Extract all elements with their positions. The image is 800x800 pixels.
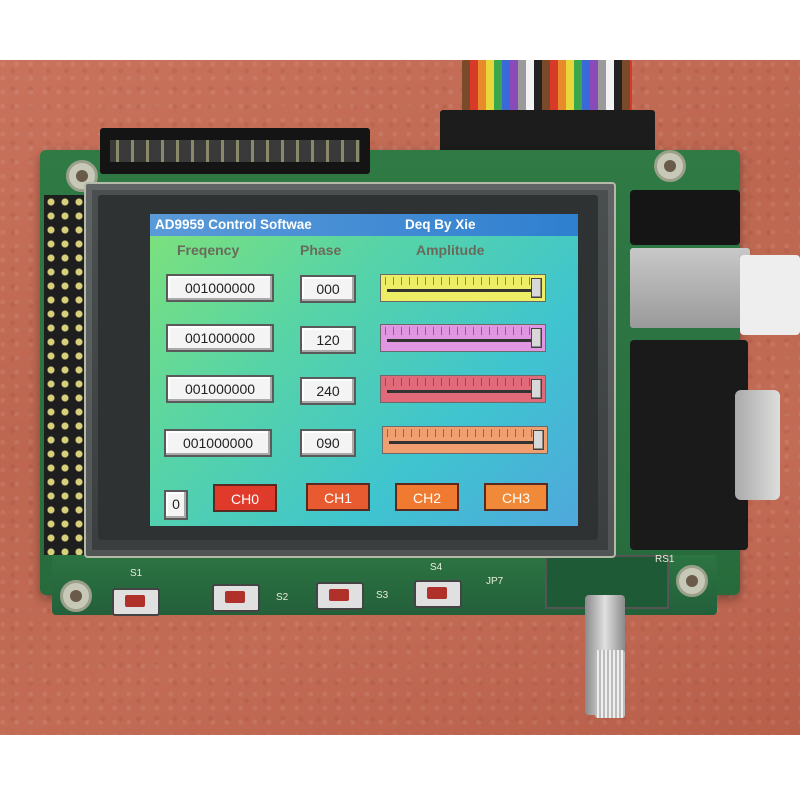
label-rs1: RS1 [655,554,675,565]
label-s2: S2 [276,592,289,603]
channel-select-display[interactable]: 0 [164,490,188,520]
channel-button-ch1[interactable]: CH1 [306,483,370,511]
lcd-screen: AD9959 Control Softwae Deq By Xie Freqen… [150,214,578,526]
label-s4: S4 [430,562,443,573]
slider-track [387,390,531,393]
slider-track [389,441,533,444]
pin-header-left [44,195,84,555]
phase-field[interactable]: 120 [300,326,356,354]
board-button-s3[interactable] [316,582,364,610]
label-jp7: JP7 [486,576,504,587]
serial-connector [630,340,748,550]
board-button-s4[interactable] [414,580,462,608]
potentiometer-knob[interactable] [595,650,625,718]
mount-hole [60,580,92,612]
frequency-field[interactable]: 001000000 [166,274,274,302]
app-author: Deq By Xie [405,217,476,232]
label-s1: S1 [130,568,143,579]
app-title: AD9959 Control Softwae [155,217,312,232]
slider-ticks [385,277,531,285]
slider-ticks [385,378,531,386]
phase-field[interactable]: 000 [300,275,356,303]
label-s3: S3 [376,590,389,601]
title-bar: AD9959 Control Softwae Deq By Xie [150,214,578,236]
power-jack [630,190,740,245]
column-header-amplitude: Amplitude [416,242,485,258]
column-header-phase: Phase [300,242,342,258]
slider-ticks [385,327,531,335]
phase-field[interactable]: 240 [300,377,356,405]
slider-ticks [387,429,533,437]
channel-button-ch2[interactable]: CH2 [395,483,459,511]
mount-hole [654,150,686,182]
frequency-field[interactable]: 001000000 [166,324,274,352]
frequency-field[interactable]: 001000000 [166,375,274,403]
usb-plug [740,255,800,335]
board-button-s2[interactable] [212,584,260,612]
amplitude-slider[interactable] [382,426,548,454]
usb-connector [630,248,750,328]
slider-thumb[interactable] [531,379,542,399]
amplitude-slider[interactable] [380,324,546,352]
column-header-frequency: Freqency [177,242,240,258]
channel-button-ch3[interactable]: CH3 [484,483,548,511]
slider-track [387,339,531,342]
slider-track [387,289,531,292]
slider-thumb[interactable] [533,430,544,450]
amplitude-slider[interactable] [380,375,546,403]
slider-thumb[interactable] [531,328,542,348]
mount-hole [676,565,708,597]
phase-field[interactable]: 090 [300,429,356,457]
amplitude-slider[interactable] [380,274,546,302]
frequency-field[interactable]: 001000000 [164,429,272,457]
slider-thumb[interactable] [531,278,542,298]
pin-header-top [100,128,370,174]
serial-connector-shell [735,390,780,500]
channel-button-ch0[interactable]: CH0 [213,484,277,512]
board-button-s1[interactable] [112,588,160,616]
